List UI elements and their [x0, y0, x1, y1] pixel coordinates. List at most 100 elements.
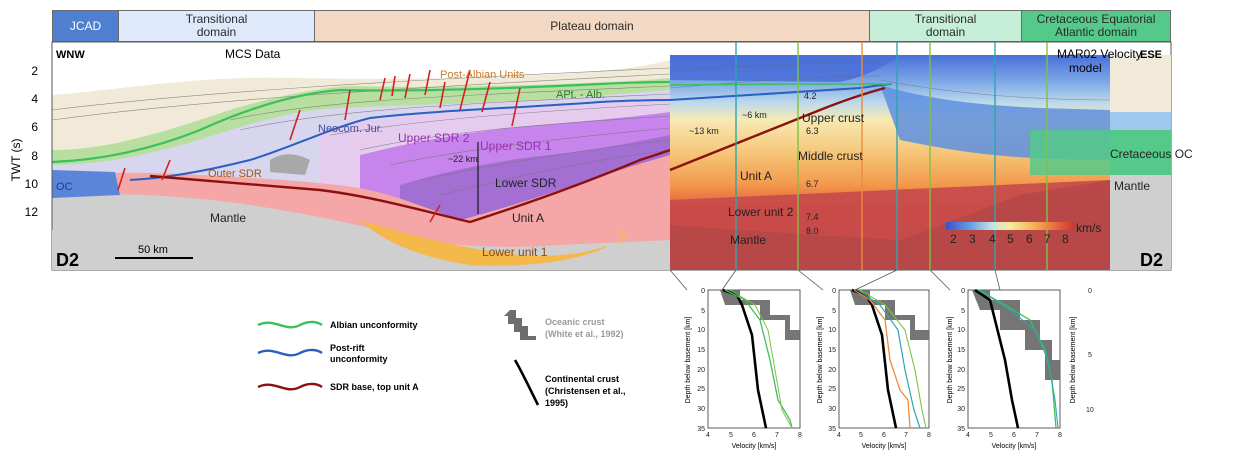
- velocity-depth-plot-3: [967, 288, 1061, 429]
- plot1-x-tick: 8: [798, 432, 802, 439]
- velocity-depth-plot-2: [838, 288, 930, 429]
- wnw-label: WNW: [56, 49, 85, 61]
- vscale-tick: 3: [969, 232, 976, 246]
- plot3-y-tick: 0: [961, 288, 965, 295]
- neocom-label: Neocom. Jur.: [318, 123, 383, 135]
- albian-unconformity-line: [51, 80, 671, 164]
- plot3-x-tick: 6: [1012, 432, 1016, 439]
- plot3-y-tick: 10: [957, 327, 965, 334]
- mantle-right-label: Mantle: [1114, 179, 1150, 193]
- lower-unit2-label: Lower unit 2: [728, 205, 794, 219]
- plot1-xlabel: Velocity [km/s]: [732, 443, 777, 450]
- gray-body: [270, 154, 310, 175]
- legend-continental-line1: Continental crust: [545, 374, 619, 384]
- plot3-ylabel: Depth below basement [km]: [947, 317, 954, 404]
- plot1-y-tick: 5: [701, 308, 705, 315]
- plot1-ylabel: Depth below basement [km]: [685, 317, 692, 404]
- plot2-y-tick: 5: [832, 308, 836, 315]
- plot1-x-tick: 7: [775, 432, 779, 439]
- velocity-value: 6.3: [806, 126, 819, 136]
- plot2-x-tick: 7: [904, 432, 908, 439]
- cretaceous-oc-label: Cretaceous OC: [1110, 147, 1193, 161]
- right-section: [1030, 55, 1171, 270]
- distance-6km: ~6 km: [742, 110, 767, 120]
- plot3-xlabel: Velocity [km/s]: [992, 443, 1037, 450]
- plot2-y-tick: 15: [828, 347, 836, 354]
- plot3-x-tick: 4: [966, 432, 970, 439]
- apt-alb-label: APt. - Alb.: [556, 89, 605, 101]
- plot1-y-tick: 20: [697, 367, 705, 374]
- velocity-value: 8.0: [806, 226, 819, 236]
- plot3-y-tick: 5: [961, 308, 965, 315]
- plot3-ylabel-right: Depth below basement [km]: [1070, 317, 1077, 404]
- question-mark: ?: [616, 228, 626, 248]
- plot3-right-tick: 10: [1086, 407, 1094, 414]
- mar02-label-line1: MAR02 Velocity: [1057, 47, 1142, 61]
- legend-albian-swatch: [257, 320, 323, 329]
- post-albian-label: Post-Albian Units: [440, 69, 525, 81]
- twt-tick: 6: [31, 120, 38, 134]
- twt-tick: 8: [31, 149, 38, 163]
- reflectors: [51, 67, 671, 196]
- plot2-x-tick: 4: [837, 432, 841, 439]
- plot1-x-tick: 6: [752, 432, 756, 439]
- velocity-depth-plot-1: [707, 288, 801, 429]
- upper-sdr2-label: Upper SDR 2: [398, 131, 470, 145]
- vscale-tick: 5: [1007, 232, 1014, 246]
- plot3-y-tick: 30: [957, 406, 965, 413]
- legend-continental-line3: 1995): [545, 398, 568, 408]
- legend-oceanic-line1: Oceanic crust: [545, 317, 605, 327]
- plot1-y-tick: 10: [697, 327, 705, 334]
- twt-tick: 4: [31, 92, 38, 106]
- plot3-right-ticks: 0 5 10: [1086, 288, 1094, 414]
- legend-albian-label: Albian unconformity: [330, 320, 418, 330]
- unit-a-right-label: Unit A: [740, 169, 772, 183]
- plot2-y-tick: 20: [828, 367, 836, 374]
- legend-postrift-line1: Post-rift: [330, 343, 365, 353]
- plot2-x-tick: 5: [859, 432, 863, 439]
- velocity-value: 6.7: [806, 179, 819, 189]
- twt-tick: 2: [31, 64, 38, 78]
- mar02-label-line2: model: [1069, 61, 1102, 75]
- plot2-x-tick: 6: [882, 432, 886, 439]
- legend-oceanic-line2: (White et al., 1992): [545, 329, 624, 339]
- twt-axis-label: TWT (s): [9, 138, 23, 181]
- upper-crust-label: Upper crust: [802, 111, 865, 125]
- mcs-section: [51, 60, 771, 270]
- plot2-y-tick: 25: [828, 386, 836, 393]
- plot1-y-tick: 15: [697, 347, 705, 354]
- plot1-y-ticks: 0 5 10 15 20 25 30 35: [697, 288, 705, 433]
- legend-continental-line2: (Christensen et al.,: [545, 386, 626, 396]
- velocity-value: 7.4: [806, 212, 819, 222]
- mcs-data-label: MCS Data: [225, 47, 281, 61]
- vscale-tick: 2: [950, 232, 957, 246]
- velocity-value: 4.2: [804, 91, 817, 101]
- lower-sdr-label: Lower SDR: [495, 176, 557, 190]
- faults: [117, 69, 521, 223]
- legend-oceanic-swatch: [504, 310, 536, 340]
- vscale-tick: 6: [1026, 232, 1033, 246]
- ese-label: ESE: [1140, 49, 1162, 61]
- vscale-tick: 7: [1044, 232, 1051, 246]
- domain-transitional-right: Transitional domain: [869, 10, 1022, 42]
- plot2-y-ticks: 0 5 10 15 20 25 30 35: [828, 288, 836, 433]
- scale-bar-label: 50 km: [138, 244, 168, 256]
- oc-block: [52, 170, 120, 198]
- plot3-right-tick: 5: [1088, 352, 1092, 359]
- domain-jcad: JCAD: [52, 10, 119, 42]
- twt-tick: 12: [25, 205, 39, 219]
- plot2-y-tick: 10: [828, 327, 836, 334]
- distance-22km: ~22 km: [448, 154, 478, 164]
- legend-postrift-line2: unconformity: [330, 354, 388, 364]
- velocity-profile-lines: [735, 42, 1048, 270]
- oc-label: OC: [56, 181, 73, 193]
- vscale-tick: 4: [989, 232, 996, 246]
- vscale-tick: 8: [1062, 232, 1069, 246]
- legend-sdr-swatch: [257, 382, 323, 391]
- plot1-y-tick: 35: [697, 426, 705, 433]
- middle-crust-label: Middle crust: [798, 149, 863, 163]
- plot2-xlabel: Velocity [km/s]: [862, 443, 907, 450]
- velocity-scale: 2 3 4 5 6 7 8 km/s: [946, 221, 1101, 246]
- upper-sdr1-label: Upper SDR 1: [480, 139, 552, 153]
- plot1-x-tick: 4: [706, 432, 710, 439]
